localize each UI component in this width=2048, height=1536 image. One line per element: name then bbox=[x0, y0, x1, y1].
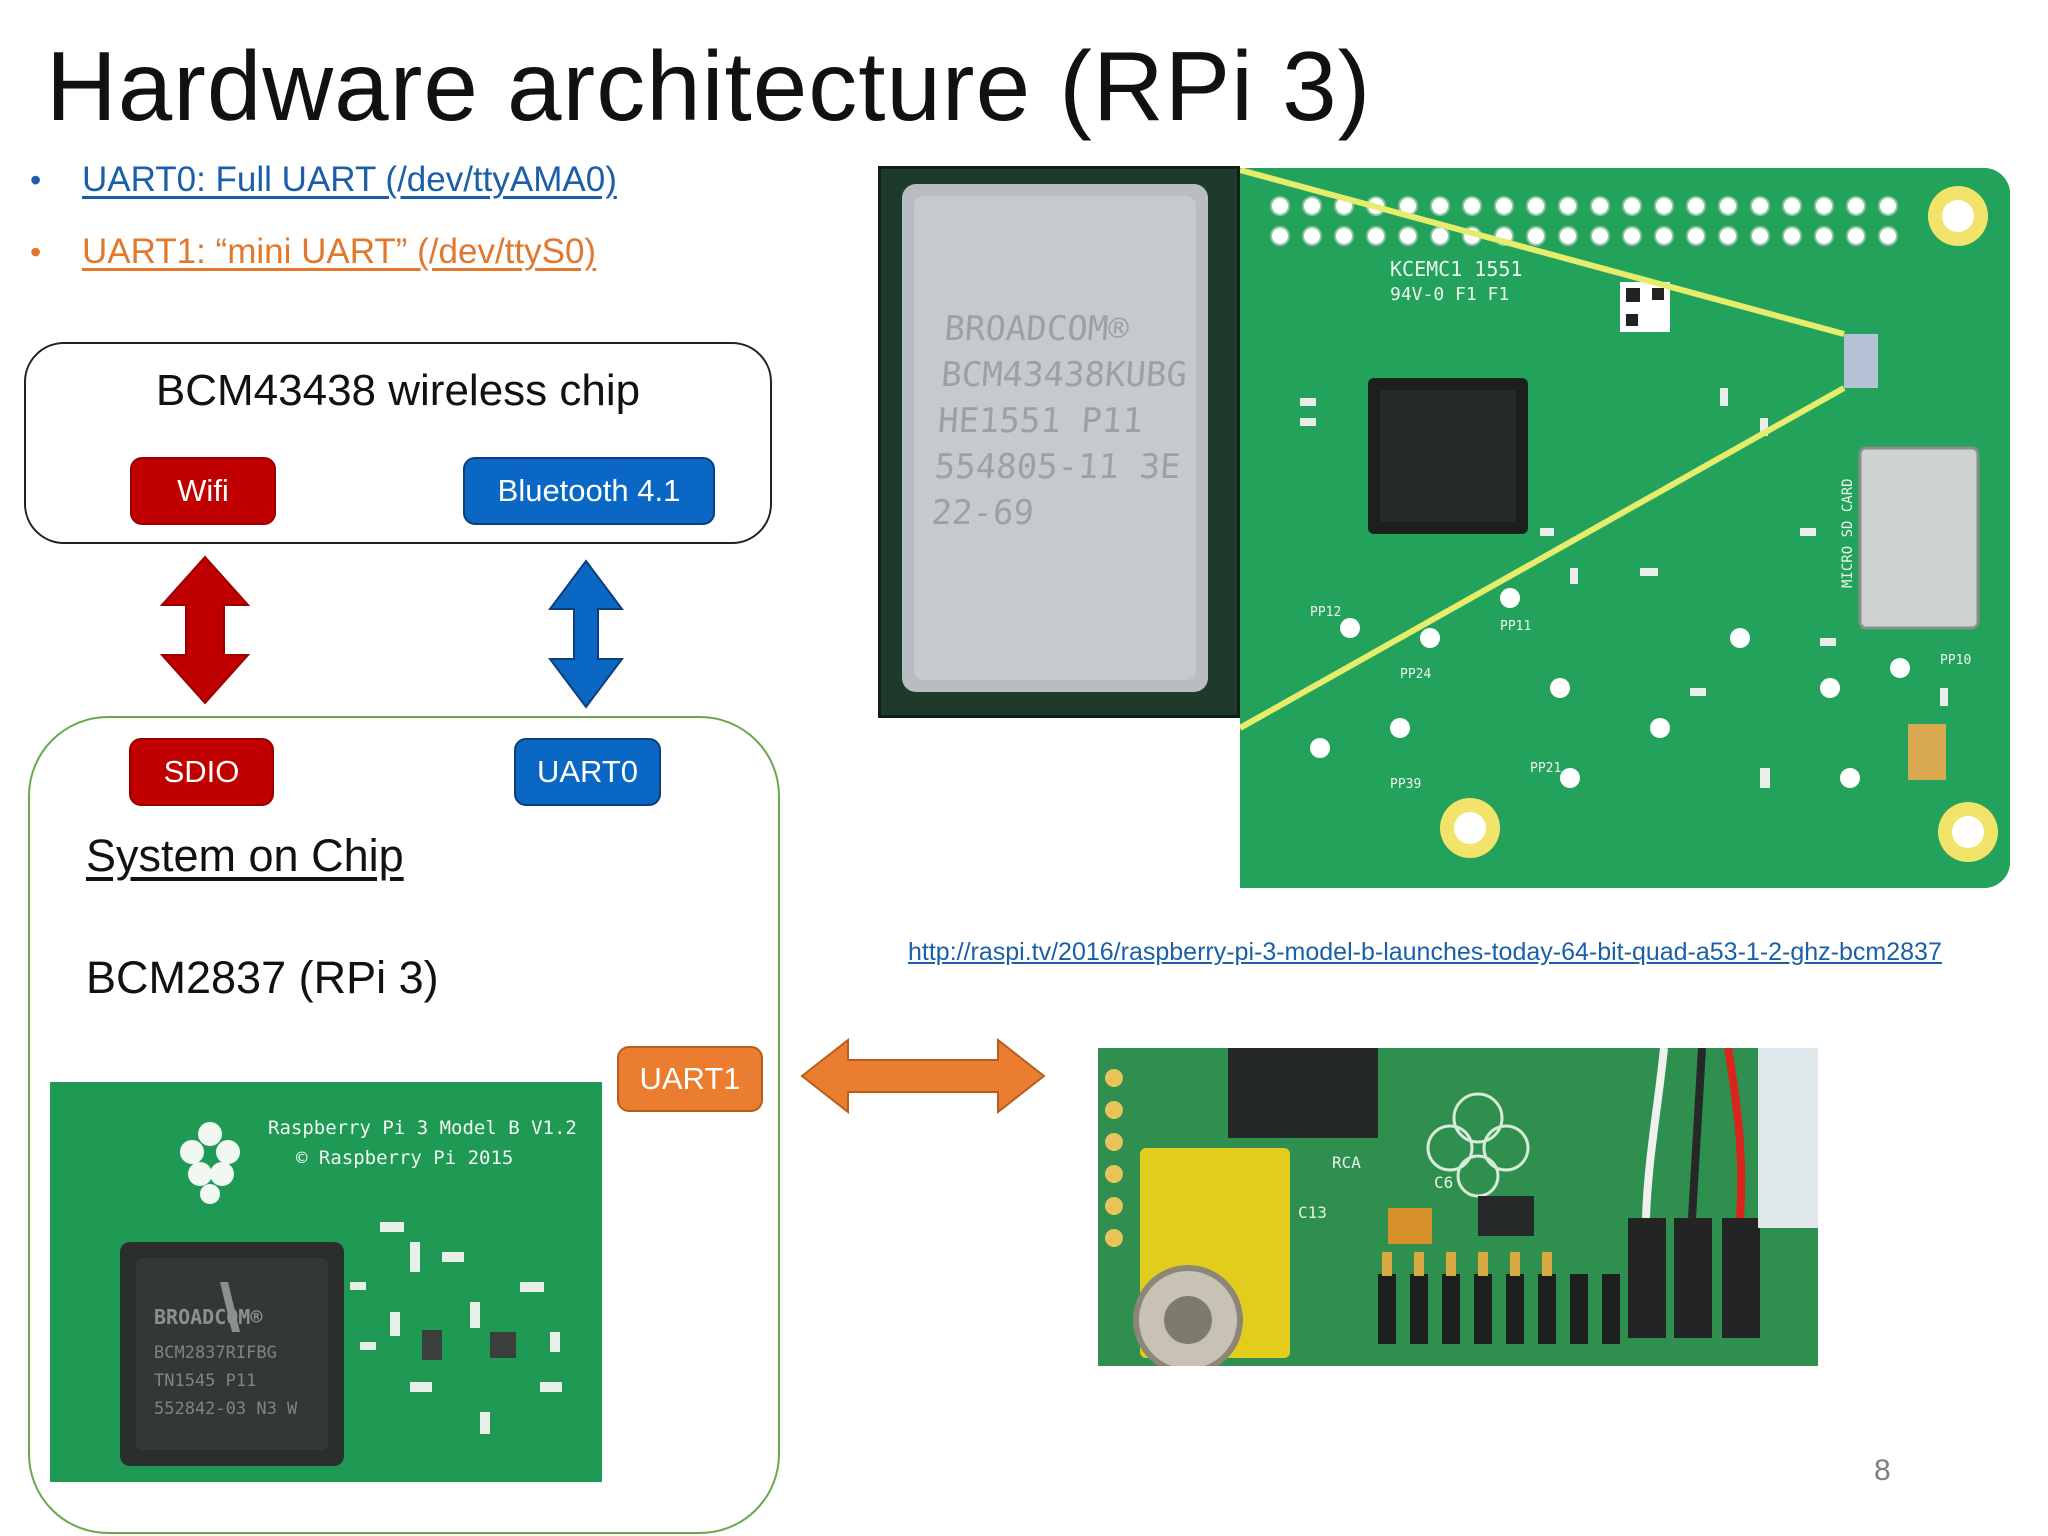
chip-marking: BCM2837RIFBG bbox=[154, 1343, 277, 1363]
chip-marking: BROADCOM® bbox=[943, 309, 1131, 349]
board-label: C6 bbox=[1434, 1173, 1453, 1192]
page-number: 8 bbox=[1874, 1454, 1891, 1487]
board-label: PP39 bbox=[1390, 777, 1421, 792]
wifi-button[interactable]: Wifi bbox=[130, 457, 276, 525]
board-label: PP12 bbox=[1310, 605, 1341, 620]
chip-marking: BCM43438KUBG bbox=[939, 355, 1189, 395]
uart0-button[interactable]: UART0 bbox=[514, 738, 661, 806]
rpi3-board-photo: KCEMC1 1551 94V-0 F1 F1 MICRO SD CARD PP… bbox=[1240, 168, 2010, 888]
chip-marking: TN1545 P11 bbox=[154, 1371, 256, 1391]
source-link[interactable]: http://raspi.tv/2016/raspberry-pi-3-mode… bbox=[908, 938, 1942, 966]
board-label: PP11 bbox=[1500, 619, 1531, 634]
chip-marking: 22-69 bbox=[930, 493, 1036, 533]
bcm2837-soc-photo: Raspberry Pi 3 Model B V1.2 © Raspberry … bbox=[50, 1082, 602, 1482]
system-on-chip-box bbox=[28, 716, 780, 1534]
uart0-arrow bbox=[548, 559, 624, 709]
bullet-marker: • bbox=[30, 234, 42, 270]
uart0-link[interactable]: UART0: Full UART (/dev/ttyAMA0) bbox=[82, 160, 617, 199]
chip-marking: 554805-11 3E bbox=[933, 447, 1182, 487]
board-label: Raspberry Pi 3 Model B V1.2 bbox=[268, 1117, 577, 1139]
board-label: PP10 bbox=[1940, 653, 1971, 668]
bullet-uart0: • UART0: Full UART (/dev/ttyAMA0) bbox=[30, 160, 617, 200]
bullet-uart1: • UART1: “mini UART” (/dev/ttyS0) bbox=[30, 232, 596, 272]
uart1-button[interactable]: UART1 bbox=[617, 1046, 763, 1112]
sdio-button[interactable]: SDIO bbox=[129, 738, 274, 806]
board-label: MICRO SD CARD bbox=[1840, 478, 1856, 588]
uart1-arrow bbox=[800, 1038, 1046, 1114]
uart-pins-photo: RCA C13 C6 bbox=[1098, 1048, 1818, 1366]
soc-model: BCM2837 (RPi 3) bbox=[86, 952, 439, 1003]
board-label: PP24 bbox=[1400, 667, 1431, 682]
wireless-chip-title: BCM43438 wireless chip bbox=[155, 366, 641, 415]
soc-heading: System on Chip bbox=[86, 830, 404, 881]
board-label: 94V-0 F1 F1 bbox=[1390, 284, 1509, 305]
board-label: C13 bbox=[1298, 1203, 1327, 1222]
board-label: KCEMC1 1551 bbox=[1390, 257, 1522, 281]
chip-marking: BROADCOM® bbox=[154, 1305, 263, 1329]
chip-marking: 552842-03 N3 W bbox=[154, 1399, 298, 1419]
bullet-marker: • bbox=[30, 162, 42, 198]
board-label: © Raspberry Pi 2015 bbox=[296, 1147, 513, 1169]
bluetooth-button[interactable]: Bluetooth 4.1 bbox=[463, 457, 715, 525]
board-label: RCA bbox=[1332, 1153, 1361, 1172]
wireless-chip-closeup-photo: BROADCOM® BCM43438KUBG HE1551 P11 554805… bbox=[878, 166, 1240, 718]
wireless-chip-box bbox=[24, 342, 772, 544]
slide-title: Hardware architecture (RPi 3) bbox=[46, 31, 1372, 141]
sdio-arrow bbox=[160, 555, 250, 705]
chip-marking: HE1551 P11 bbox=[936, 401, 1145, 441]
board-label: PP21 bbox=[1530, 761, 1561, 776]
uart1-link[interactable]: UART1: “mini UART” (/dev/ttyS0) bbox=[82, 232, 597, 271]
